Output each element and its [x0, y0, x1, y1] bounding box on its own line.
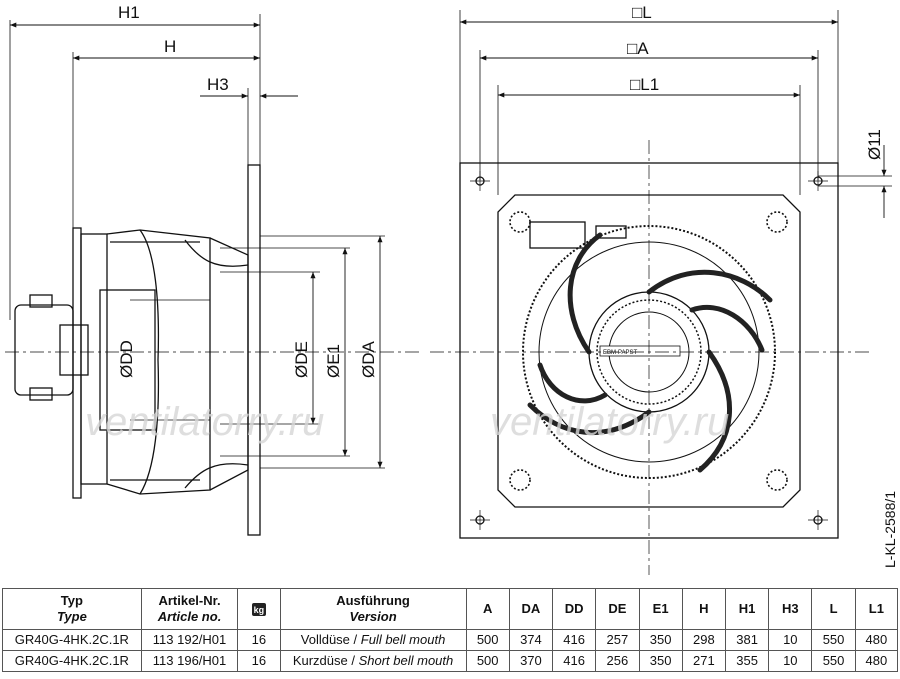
- cell-type: GR40G-4HK.2C.1R: [2, 629, 142, 651]
- cell-h: 271: [681, 650, 726, 672]
- cell-l1: 480: [854, 629, 899, 651]
- drawing-reference: L-KL-2588/1: [882, 491, 898, 568]
- header-h3: H3: [768, 588, 813, 630]
- cell-weight: 16: [237, 629, 281, 651]
- header-article: Artikel-Nr.Article no.: [140, 588, 239, 630]
- table-row: GR40G-4HK.2C.1R 113 192/H01 16 Volldüse …: [2, 629, 899, 651]
- dim-label-dd: ØDD: [117, 340, 136, 378]
- header-l1: L1: [854, 588, 899, 630]
- dim-label-e1: ØE1: [324, 344, 343, 378]
- header-a: A: [465, 588, 510, 630]
- cell-l1: 480: [854, 650, 899, 672]
- dim-label-l: □L: [632, 3, 652, 22]
- cell-de: 257: [595, 629, 640, 651]
- cell-h1: 381: [724, 629, 770, 651]
- cell-e1: 350: [638, 629, 683, 651]
- cell-de: 256: [595, 650, 640, 672]
- header-weight: kg: [237, 588, 281, 630]
- side-view: [5, 14, 420, 536]
- cell-a: 500: [465, 629, 510, 651]
- cell-l: 550: [811, 629, 856, 651]
- table-row-highlighted: GR40G-4HK.2C.1R 113 196/H01 16 Kurzdüse …: [2, 650, 899, 672]
- cell-l: 550: [811, 650, 856, 672]
- watermark-right: ventilatorry.ru: [490, 400, 729, 444]
- dim-label-h: H: [164, 37, 176, 56]
- dim-label-a: □A: [627, 39, 649, 58]
- cell-dd: 416: [552, 650, 597, 672]
- cell-da: 374: [508, 629, 554, 651]
- cell-dd: 416: [552, 629, 597, 651]
- side-view-labels: H1 H H3 ØDD ØDE ØE1 ØDA: [117, 3, 378, 378]
- cell-h: 298: [681, 629, 726, 651]
- dim-label-de: ØDE: [292, 341, 311, 378]
- nameplate-text: EBM-PAPST: [603, 350, 638, 356]
- cell-da: 370: [508, 650, 554, 672]
- cell-e1: 350: [638, 650, 683, 672]
- cell-weight: 16: [237, 650, 281, 672]
- watermark-left: ventilatorry.ru: [85, 400, 324, 444]
- front-view-labels: □L □A □L1 Ø11 EBM-PAPST L-KL-2588/1: [603, 3, 898, 568]
- dim-label-l1: □L1: [630, 75, 659, 94]
- cell-h1: 355: [724, 650, 770, 672]
- cell-a: 500: [465, 650, 510, 672]
- cell-version: Volldüse / Full bell mouth: [279, 629, 467, 651]
- dim-label-h1: H1: [118, 3, 140, 22]
- header-h: H: [681, 588, 726, 630]
- header-dd: DD: [552, 588, 597, 630]
- dim-label-h3: H3: [207, 75, 229, 94]
- watermarks: ventilatorry.ru ventilatorry.ru: [85, 400, 729, 444]
- cell-h3: 10: [768, 650, 813, 672]
- dim-label-d11: Ø11: [865, 129, 884, 160]
- header-da: DA: [508, 588, 554, 630]
- dim-label-da: ØDA: [359, 341, 378, 379]
- cell-article: 113 192/H01: [140, 629, 239, 651]
- cell-article: 113 196/H01: [140, 650, 239, 672]
- cell-version: Kurzdüse / Short bell mouth: [279, 650, 467, 672]
- header-e1: E1: [638, 588, 683, 630]
- technical-drawing: H1 H H3 ØDD ØDE ØE1 ØDA: [5, 3, 898, 575]
- header-l: L: [811, 588, 856, 630]
- header-h1: H1: [724, 588, 770, 630]
- header-de: DE: [595, 588, 640, 630]
- front-view: [430, 10, 892, 575]
- weight-icon: kg: [251, 603, 267, 616]
- cell-h3: 10: [768, 629, 813, 651]
- cell-type: GR40G-4HK.2C.1R: [2, 650, 142, 672]
